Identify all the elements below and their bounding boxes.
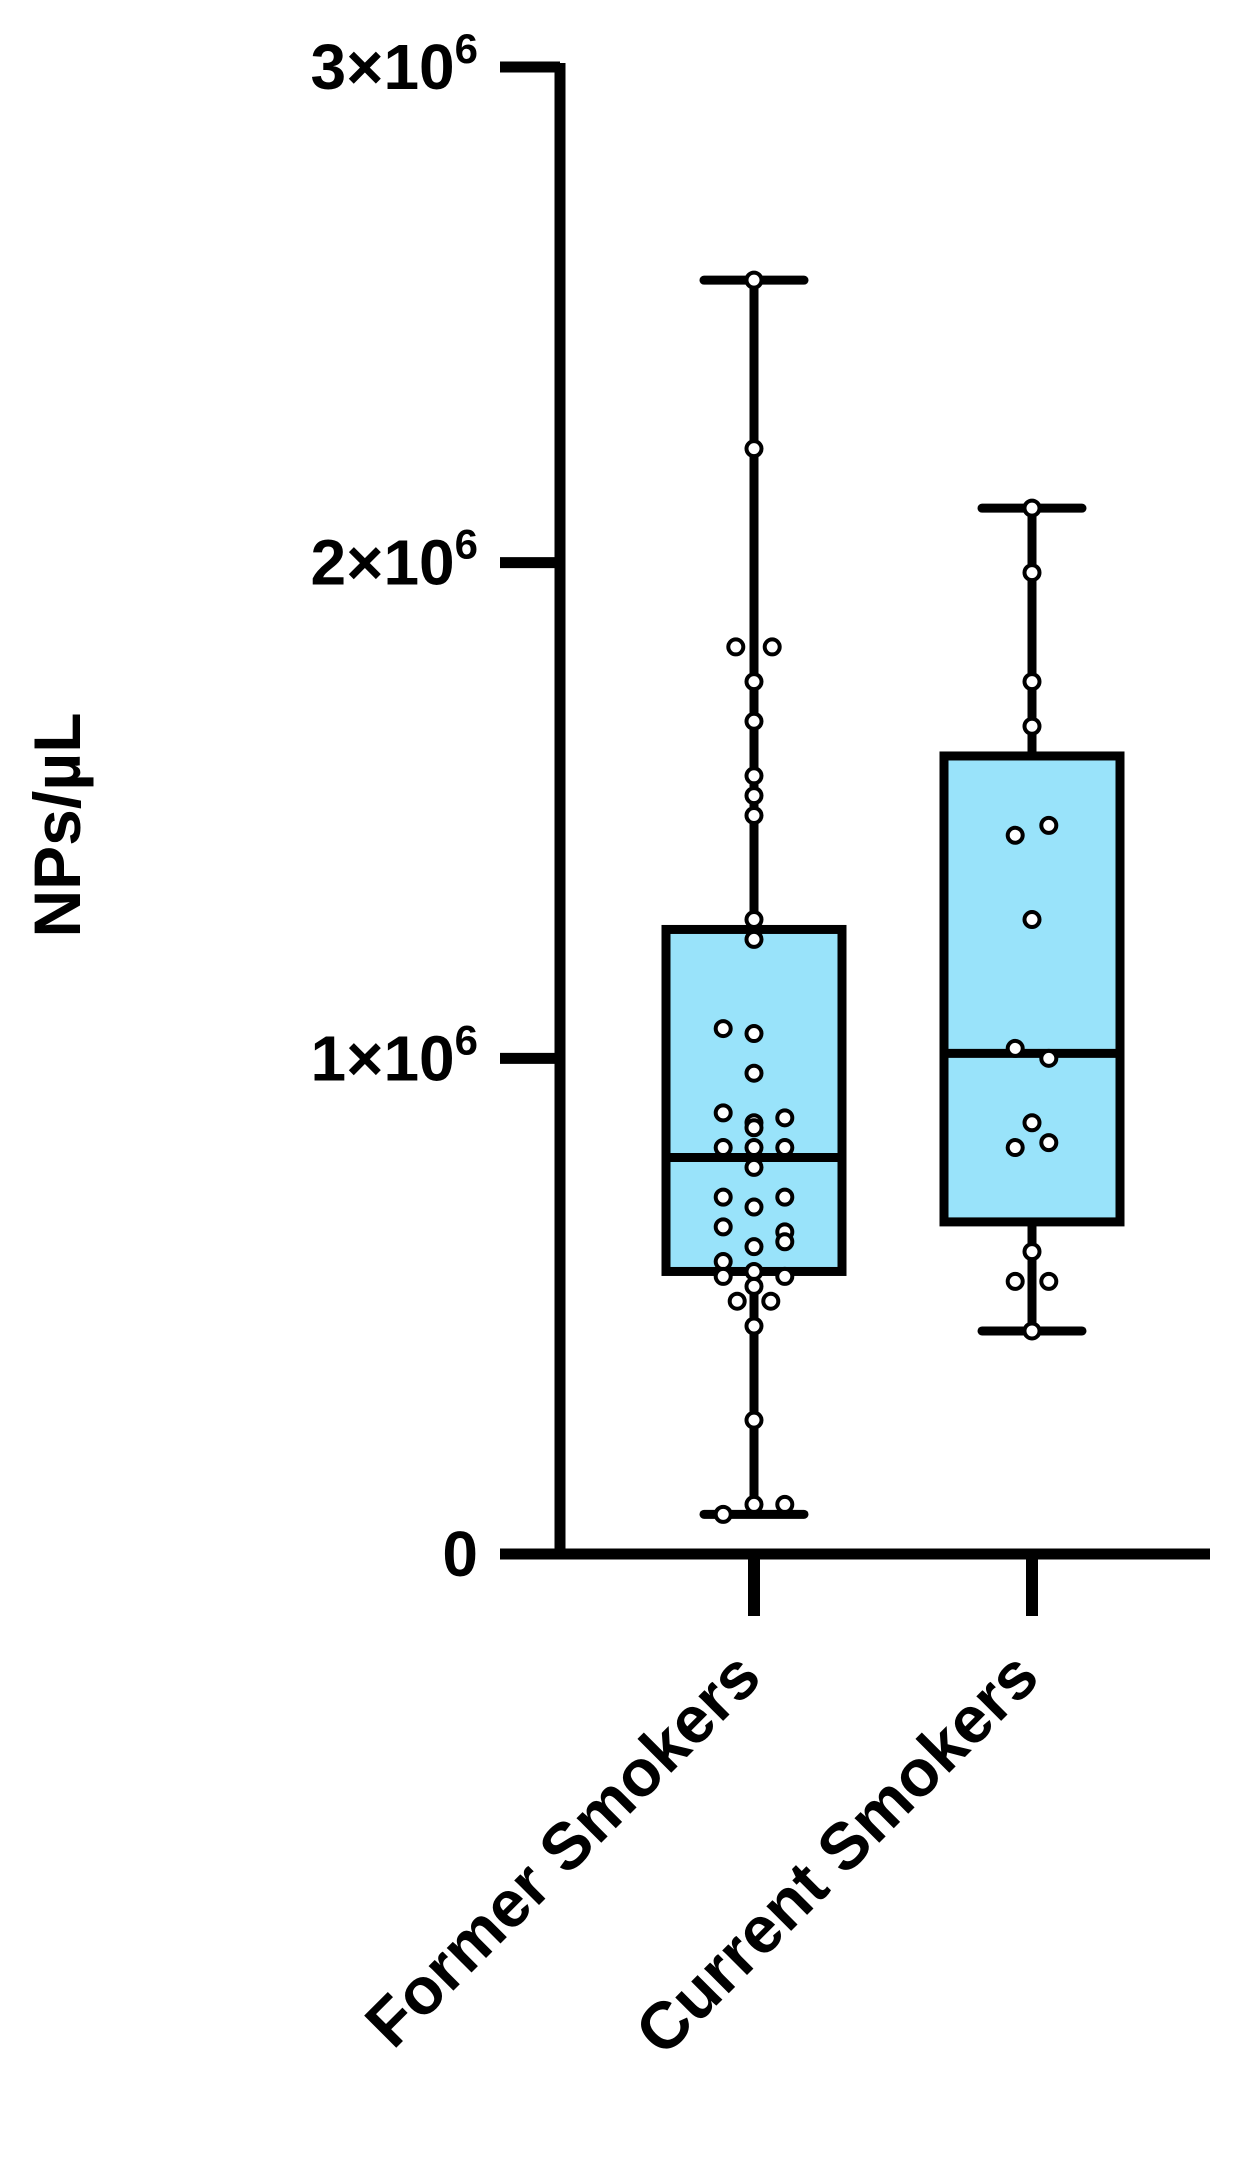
y-tick-label-0: 0 [442, 1518, 478, 1590]
data-point-0-25 [713, 1217, 733, 1237]
y-tick-label-2: 2×106 [310, 521, 478, 599]
y-axis-title-group: NPs/µL [20, 712, 94, 937]
data-point-1-7 [1005, 1038, 1025, 1058]
data-point-0-4 [744, 672, 764, 692]
data-point-0-21 [744, 1157, 764, 1177]
data-point-1-10 [1039, 1133, 1059, 1153]
data-point-0-12 [744, 1024, 764, 1044]
box-group-0 [661, 270, 847, 1524]
data-point-0-14 [713, 1103, 733, 1123]
data-point-0-11 [713, 1019, 733, 1039]
data-point-0-18 [713, 1138, 733, 1158]
data-point-1-3 [1022, 716, 1042, 736]
data-point-1-2 [1022, 672, 1042, 692]
data-point-1-8 [1039, 1048, 1059, 1068]
data-point-0-6 [744, 766, 764, 786]
data-point-1-12 [1022, 1242, 1042, 1262]
data-point-0-38 [744, 1494, 764, 1514]
data-point-0-3 [762, 637, 782, 657]
data-point-0-20 [775, 1138, 795, 1158]
data-point-0-27 [775, 1232, 795, 1252]
data-point-1-15 [1022, 1321, 1042, 1341]
y-tick-label-1: 1×106 [310, 1016, 478, 1094]
data-point-0-36 [744, 1316, 764, 1336]
data-point-1-5 [1005, 825, 1025, 845]
data-point-1-9 [1022, 1113, 1042, 1133]
data-point-0-39 [775, 1494, 795, 1514]
y-tick-label-3: 3×106 [310, 25, 478, 103]
data-point-0-10 [744, 929, 764, 949]
data-point-0-30 [744, 1261, 764, 1281]
data-point-1-11 [1005, 1138, 1025, 1158]
data-point-0-29 [713, 1252, 733, 1272]
data-point-0-8 [744, 805, 764, 825]
data-point-1-13 [1005, 1271, 1025, 1291]
data-point-0-32 [775, 1266, 795, 1286]
data-point-0-24 [744, 1197, 764, 1217]
data-point-1-14 [1039, 1271, 1059, 1291]
data-point-0-15 [775, 1108, 795, 1128]
data-point-0-0 [744, 270, 764, 290]
data-point-0-1 [744, 439, 764, 459]
data-point-1-0 [1022, 498, 1042, 518]
data-point-1-4 [1039, 815, 1059, 835]
data-point-0-40 [713, 1504, 733, 1524]
data-point-0-31 [713, 1266, 733, 1286]
data-point-0-37 [744, 1410, 764, 1430]
iqr-box-1 [939, 751, 1125, 1227]
data-point-1-6 [1022, 910, 1042, 930]
data-point-0-35 [761, 1291, 781, 1311]
data-point-0-33 [744, 1276, 764, 1296]
data-point-0-5 [744, 711, 764, 731]
data-point-0-23 [775, 1187, 795, 1207]
y-axis-title: NPs/µL [20, 712, 94, 937]
data-point-0-13 [744, 1063, 764, 1083]
iqr-box-0 [661, 924, 847, 1276]
box-group-1 [939, 498, 1125, 1341]
data-point-0-9 [744, 910, 764, 930]
data-point-0-28 [744, 1237, 764, 1257]
data-point-0-19 [744, 1138, 764, 1158]
data-point-0-34 [727, 1291, 747, 1311]
data-point-1-1 [1022, 563, 1042, 583]
data-point-0-2 [726, 637, 746, 657]
data-point-0-22 [713, 1187, 733, 1207]
data-point-0-17 [744, 1118, 764, 1138]
data-point-0-7 [744, 786, 764, 806]
